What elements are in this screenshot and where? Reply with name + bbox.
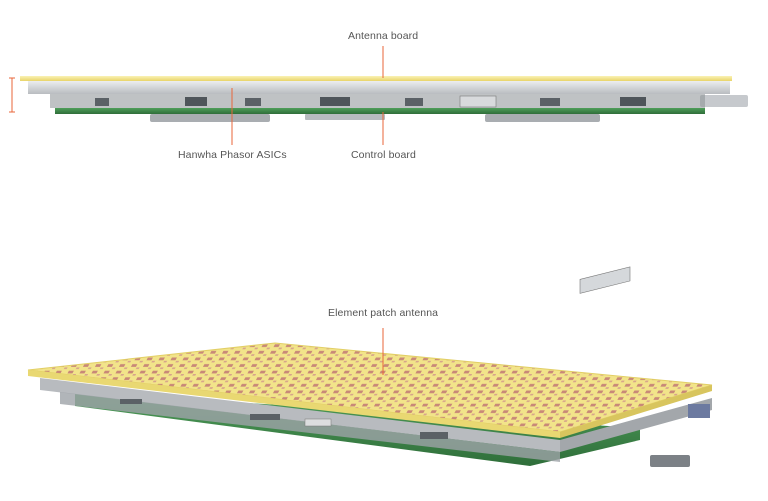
chip (405, 98, 423, 106)
label-phasor-asics: Hanwha Phasor ASICs (178, 149, 287, 161)
chip (320, 97, 350, 106)
label-patch-antenna: Element patch antenna (328, 307, 438, 319)
control-board-layer (55, 108, 705, 114)
chip (245, 98, 261, 106)
chip (185, 97, 207, 106)
label-antenna-board: Antenna board (348, 30, 418, 42)
frame-tab (700, 95, 748, 107)
chip (540, 98, 560, 106)
housing-left (150, 114, 270, 122)
connector (460, 96, 496, 107)
connector-block (650, 455, 690, 467)
chip (120, 399, 142, 404)
label-control-board: Control board (351, 149, 416, 161)
antenna-board-layer (20, 76, 732, 81)
frame-layer (28, 81, 730, 94)
chip (620, 97, 646, 106)
chip (250, 414, 280, 420)
side-view-assembly (20, 76, 748, 122)
chip (420, 432, 448, 439)
housing-center (305, 114, 385, 120)
connector (580, 267, 630, 293)
components-zone (50, 94, 705, 108)
chip (305, 419, 331, 426)
connector-port (688, 404, 710, 418)
perspective-view-assembly (28, 267, 712, 467)
chip (95, 98, 109, 106)
housing-right (485, 114, 600, 122)
